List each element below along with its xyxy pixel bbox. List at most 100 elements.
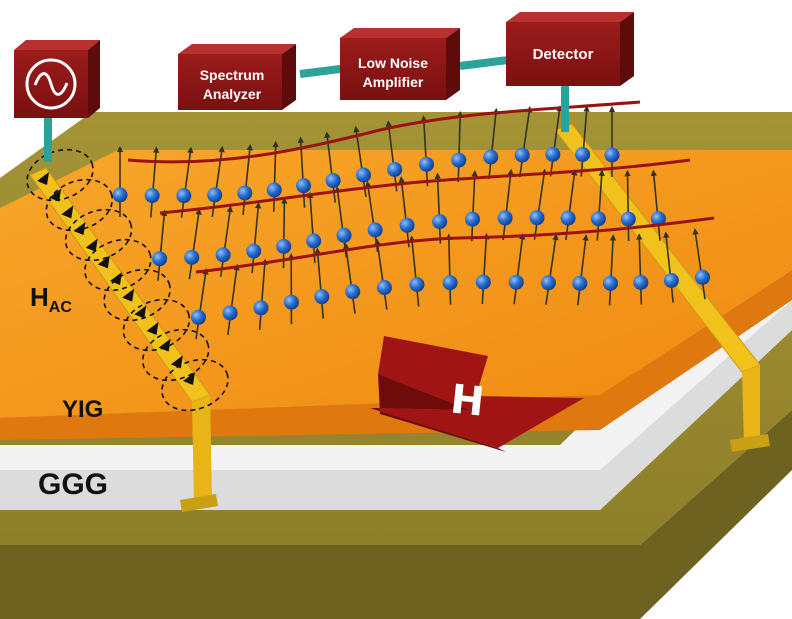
hac-label: HAC xyxy=(30,282,72,316)
spectrum-analyzer-box: Spectrum Analyzer xyxy=(178,44,296,110)
spin-arrow xyxy=(227,263,240,336)
current-marker xyxy=(134,305,147,319)
spin-ball xyxy=(207,187,223,203)
hac-field-loops xyxy=(26,148,229,412)
spin-ball xyxy=(545,146,561,162)
spin-arrow xyxy=(545,233,559,305)
spin-ball xyxy=(419,156,435,172)
spin-ball xyxy=(633,274,649,290)
spin-arrow xyxy=(608,234,617,306)
low-noise-amplifier-label-line1: Low Noise xyxy=(358,55,428,71)
spin-arrow xyxy=(408,235,420,307)
spin-ball xyxy=(314,289,330,305)
spin-arrow xyxy=(692,228,706,300)
current-marker xyxy=(122,288,135,302)
current-marker xyxy=(97,255,110,269)
current-marker xyxy=(37,172,49,185)
spin-ball xyxy=(283,294,299,310)
spin-arrow xyxy=(420,115,429,187)
spin-arrow xyxy=(188,208,202,280)
spin-precession-array xyxy=(112,105,711,340)
spin-arrow xyxy=(488,107,499,180)
spin-ball xyxy=(529,210,545,226)
spin-arrow xyxy=(518,105,533,178)
spin-ball xyxy=(465,211,481,227)
spin-arrow xyxy=(481,232,490,305)
yig-label: YIG xyxy=(62,396,103,423)
spin-ball xyxy=(442,275,458,291)
spin-ball xyxy=(296,178,312,194)
spin-wave-curve-2 xyxy=(159,158,691,215)
spin-arrow xyxy=(281,197,288,269)
hac-loop xyxy=(122,298,191,352)
spin-ball xyxy=(432,214,448,230)
spin-arrow xyxy=(195,268,209,340)
spin-ball xyxy=(152,251,168,267)
hac-loop xyxy=(103,268,171,322)
current-marker xyxy=(146,322,159,335)
spin-ball xyxy=(695,269,711,285)
spin-arrow xyxy=(445,233,453,305)
spin-ball xyxy=(215,247,231,263)
spin-ball xyxy=(345,284,361,300)
hac-label-main: H xyxy=(30,282,49,312)
spectrum-analyzer-label-line1: Spectrum xyxy=(200,67,265,83)
spin-arrow xyxy=(636,233,643,305)
spin-ball xyxy=(376,280,392,296)
spin-ball xyxy=(190,309,206,325)
spin-arrow xyxy=(513,233,526,305)
spin-arrow xyxy=(663,231,674,303)
spin-arrow xyxy=(434,172,442,244)
spin-ball xyxy=(575,146,591,162)
spin-ball xyxy=(508,274,524,290)
signal-generator xyxy=(14,40,100,118)
spin-ball xyxy=(276,238,292,254)
spin-arrow xyxy=(624,169,631,242)
spin-ball xyxy=(602,275,618,291)
spin-arrow xyxy=(580,105,590,177)
spin-arrow xyxy=(219,205,234,277)
spin-ball xyxy=(483,149,499,165)
current-marker xyxy=(49,188,62,202)
spin-wave-curve-3 xyxy=(195,216,715,274)
spin-ball xyxy=(356,167,371,183)
spin-ball xyxy=(475,274,491,290)
spin-arrow xyxy=(456,110,464,183)
spin-arrow xyxy=(258,258,268,330)
detector-box: Detector xyxy=(506,12,634,86)
spin-ball xyxy=(246,243,262,259)
spin-ball xyxy=(560,210,576,226)
spin-ball xyxy=(604,147,620,163)
spin-arrow xyxy=(251,201,262,274)
hac-loop xyxy=(141,328,210,382)
spin-ball xyxy=(620,211,636,227)
spin-arrow xyxy=(307,191,316,263)
detector-label: Detector xyxy=(533,46,594,63)
spin-arrow xyxy=(374,238,388,310)
spin-ball xyxy=(184,249,200,265)
spin-arrow xyxy=(470,169,478,242)
spin-ball xyxy=(387,161,403,177)
current-marker xyxy=(183,372,195,385)
spin-ball xyxy=(540,275,556,291)
spin-ball xyxy=(266,182,282,198)
hac-loop xyxy=(64,208,133,262)
spin-arrow xyxy=(398,176,410,248)
spin-ball xyxy=(222,305,238,321)
output-antenna xyxy=(554,123,770,452)
spin-wave-curve-1 xyxy=(127,100,641,164)
spin-ball xyxy=(367,222,383,238)
spin-ball xyxy=(253,300,269,316)
spin-wave-curves xyxy=(127,100,715,274)
spin-ball xyxy=(572,275,588,291)
spin-ball xyxy=(306,233,322,249)
hac-loop xyxy=(161,358,229,412)
spin-ball xyxy=(144,188,160,204)
spin-arrow xyxy=(533,168,548,240)
spin-ball xyxy=(237,185,253,201)
spin-ball xyxy=(650,211,666,227)
spin-arrow xyxy=(353,125,367,198)
spin-ball xyxy=(663,272,679,288)
ggg-label: GGG xyxy=(38,468,108,501)
